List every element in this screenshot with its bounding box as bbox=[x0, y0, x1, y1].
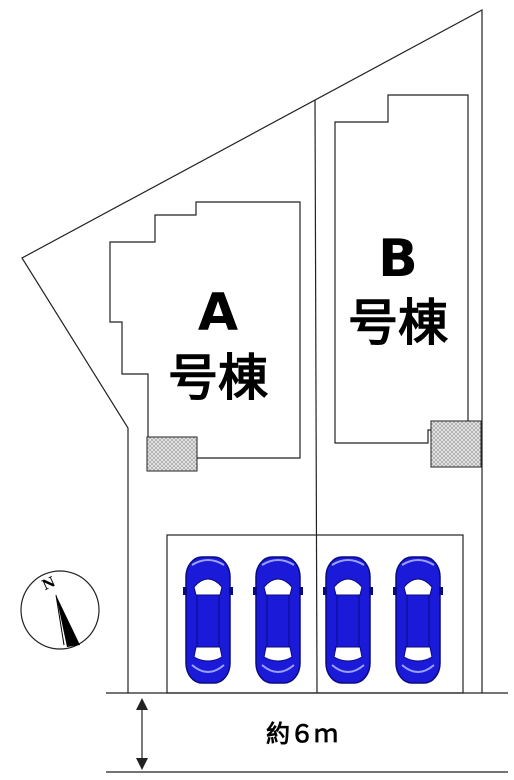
building-a-footprint bbox=[109, 201, 301, 459]
car-icon bbox=[253, 556, 303, 684]
building-b-footprint bbox=[334, 94, 469, 444]
meter-box-b bbox=[430, 420, 482, 468]
compass-icon: N bbox=[20, 570, 100, 650]
building-a-letter: A bbox=[198, 283, 238, 343]
road-width-label: 約６ｍ bbox=[266, 720, 338, 748]
building-b-suffix: 号棟 bbox=[348, 294, 449, 352]
parking-cars bbox=[183, 556, 443, 684]
meter-box-a bbox=[146, 436, 198, 472]
site-boundary bbox=[21, 8, 483, 693]
building-a-suffix: 号棟 bbox=[168, 349, 269, 407]
dimension-arrow-icon bbox=[136, 698, 148, 770]
parking-area bbox=[166, 534, 464, 694]
car-icon bbox=[183, 556, 233, 684]
car-icon bbox=[323, 556, 373, 684]
car-icon bbox=[393, 556, 443, 684]
lot-division-line bbox=[314, 99, 318, 694]
building-b-letter: B bbox=[378, 229, 418, 289]
